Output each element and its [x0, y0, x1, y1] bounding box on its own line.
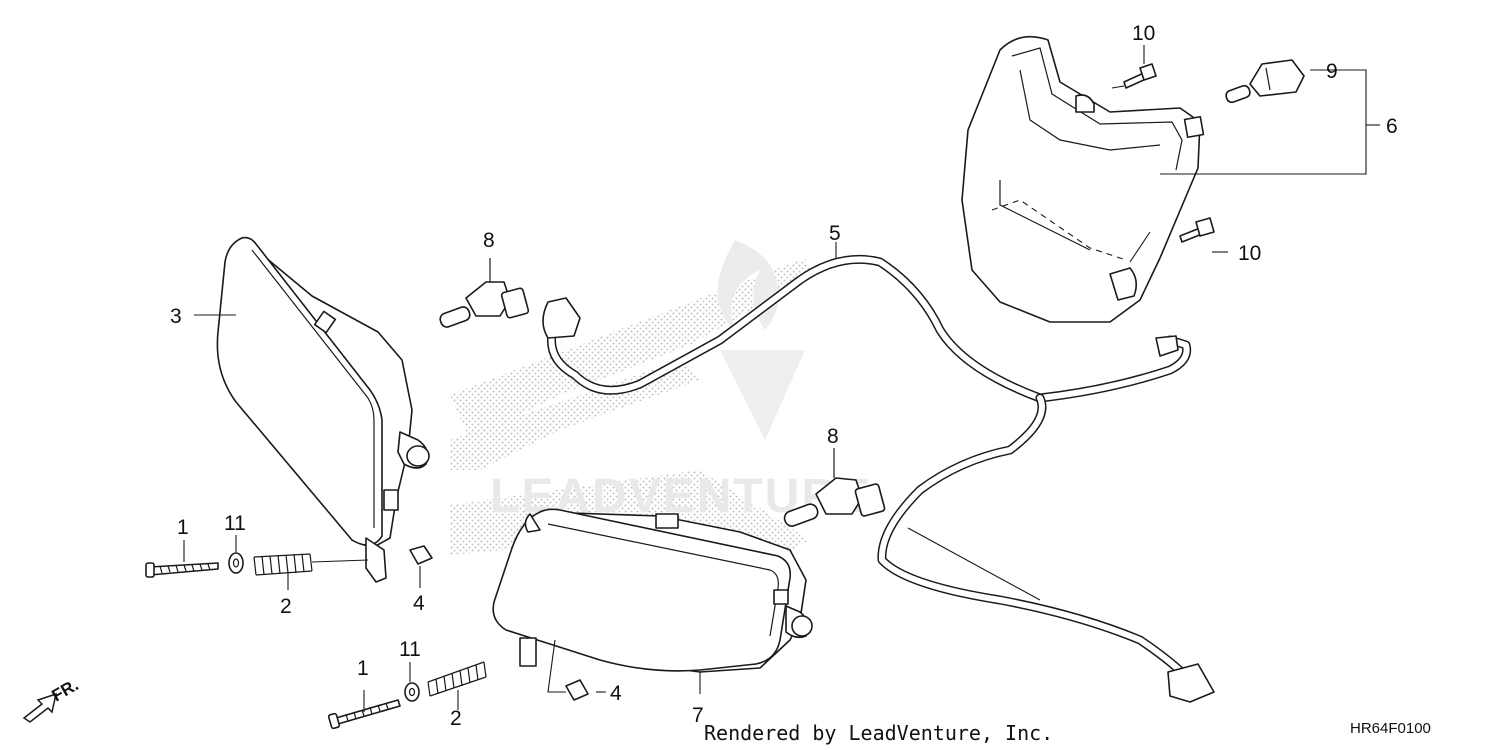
watermark-v-icon: [720, 350, 805, 440]
callout-5: 5: [829, 222, 841, 245]
bulb-upper: [439, 258, 530, 328]
callout-2-lower: 2: [450, 707, 462, 730]
callout-8-lower: 8: [827, 425, 839, 448]
callout-6: 6: [1386, 115, 1398, 138]
adjuster-set-left: [145, 552, 313, 578]
callout-11-lower: 11: [399, 638, 421, 661]
small-bulb-socket: [1225, 59, 1305, 104]
nut-left: [409, 545, 433, 565]
callout-8-upper: 8: [483, 229, 495, 252]
headlight-left: [216, 236, 430, 583]
callout-3: 3: [170, 305, 182, 328]
callout-10-upper: 10: [1132, 22, 1155, 45]
callout-1-lower: 1: [357, 657, 369, 680]
callouts: 3 1 11 2 4 8 5 8 10 9 6 10 1 11 2 4 7: [170, 22, 1398, 730]
leader-lines: [183, 45, 1380, 712]
callout-10-lower: 10: [1238, 242, 1261, 265]
headlight-right-lens: [492, 508, 792, 672]
callout-1-left: 1: [177, 516, 189, 539]
callout-9: 9: [1326, 60, 1338, 83]
housing-hidden-edge: [991, 199, 1127, 261]
screw-upper: [1123, 63, 1157, 89]
adjuster-set-lower: [327, 661, 487, 730]
upper-housing-body: [961, 35, 1201, 323]
upper-light-housing: [961, 35, 1205, 323]
render-credit: Rendered by LeadVenture, Inc.: [704, 721, 1053, 745]
wire-harness: [542, 254, 1215, 703]
headlight-left-lens: [216, 236, 383, 546]
diagram-code: HR64F0100: [1350, 720, 1431, 737]
headlight-right: [492, 508, 813, 673]
callout-11-left: 11: [224, 512, 246, 535]
callout-4-left: 4: [413, 592, 425, 615]
callout-7: 7: [692, 704, 704, 727]
front-direction-arrow-icon: FR.: [22, 675, 82, 723]
callout-2-left: 2: [280, 595, 292, 618]
callout-4-lower: 4: [610, 682, 622, 705]
nut-lower: [565, 679, 589, 701]
bulb-lower: [783, 448, 886, 527]
screw-lower: [1179, 217, 1215, 243]
